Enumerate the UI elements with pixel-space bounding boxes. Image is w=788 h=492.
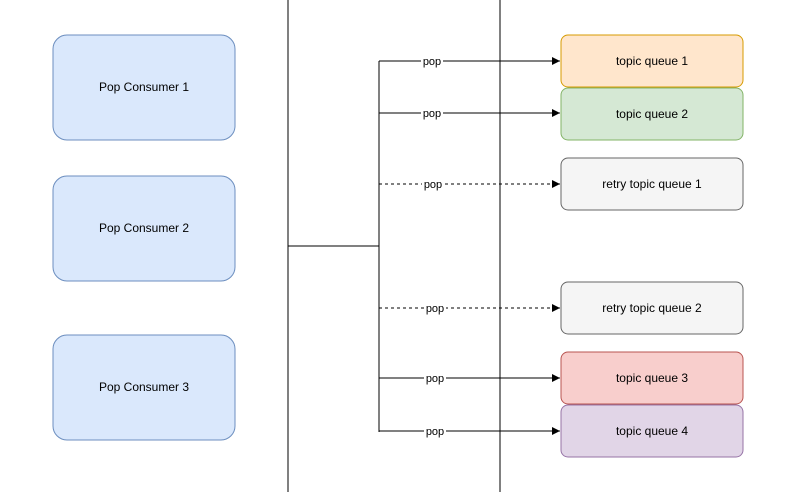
consumer-box[interactable]: [52, 34, 236, 141]
queue-node[interactable]: retry topic queue 2: [560, 281, 744, 335]
queue-label: retry topic queue 2: [602, 301, 702, 315]
queue-box[interactable]: [560, 351, 744, 405]
edge-label: pop: [426, 373, 444, 385]
edge-label: pop: [423, 56, 441, 68]
edge-label-background: [421, 54, 443, 67]
edge-label-background: [424, 371, 446, 384]
consumer-label: Pop Consumer 1: [99, 80, 189, 94]
edges-layer: pop pop pop pop pop pop: [379, 54, 560, 438]
edge-label: pop: [424, 179, 442, 191]
consumer-node[interactable]: Pop Consumer 1: [52, 34, 236, 141]
edge-label: pop: [426, 426, 444, 438]
queue-box[interactable]: [560, 281, 744, 335]
edge-label-background: [421, 106, 443, 119]
edge-label: pop: [423, 108, 441, 120]
queue-label: topic queue 4: [616, 424, 688, 438]
consumer-node[interactable]: Pop Consumer 3: [52, 334, 236, 441]
queue-label: topic queue 1: [616, 54, 688, 68]
consumer-label: Pop Consumer 2: [99, 221, 189, 235]
edge-label-background: [422, 177, 444, 190]
queue-node[interactable]: retry topic queue 1: [560, 157, 744, 211]
queue-node[interactable]: topic queue 4: [560, 404, 744, 458]
consumer-box[interactable]: [52, 175, 236, 282]
queue-box[interactable]: [560, 404, 744, 458]
queue-label: retry topic queue 1: [602, 177, 702, 191]
queue-label: topic queue 3: [616, 371, 688, 385]
queue-box[interactable]: [560, 34, 744, 88]
consumer-label: Pop Consumer 3: [99, 380, 189, 394]
edge-label-background: [424, 301, 446, 314]
edge-label-background: [424, 424, 446, 437]
queue-node[interactable]: topic queue 2: [560, 87, 744, 141]
queue-box[interactable]: [560, 157, 744, 211]
queue-box[interactable]: [560, 87, 744, 141]
consumer-box[interactable]: [52, 334, 236, 441]
queue-node[interactable]: topic queue 1: [560, 34, 744, 88]
queue-label: topic queue 2: [616, 107, 688, 121]
queues-layer: topic queue 1 topic queue 2 retry topic qu…: [560, 34, 744, 458]
queue-node[interactable]: topic queue 3: [560, 351, 744, 405]
consumer-node[interactable]: Pop Consumer 2: [52, 175, 236, 282]
edge-label: pop: [426, 303, 444, 315]
